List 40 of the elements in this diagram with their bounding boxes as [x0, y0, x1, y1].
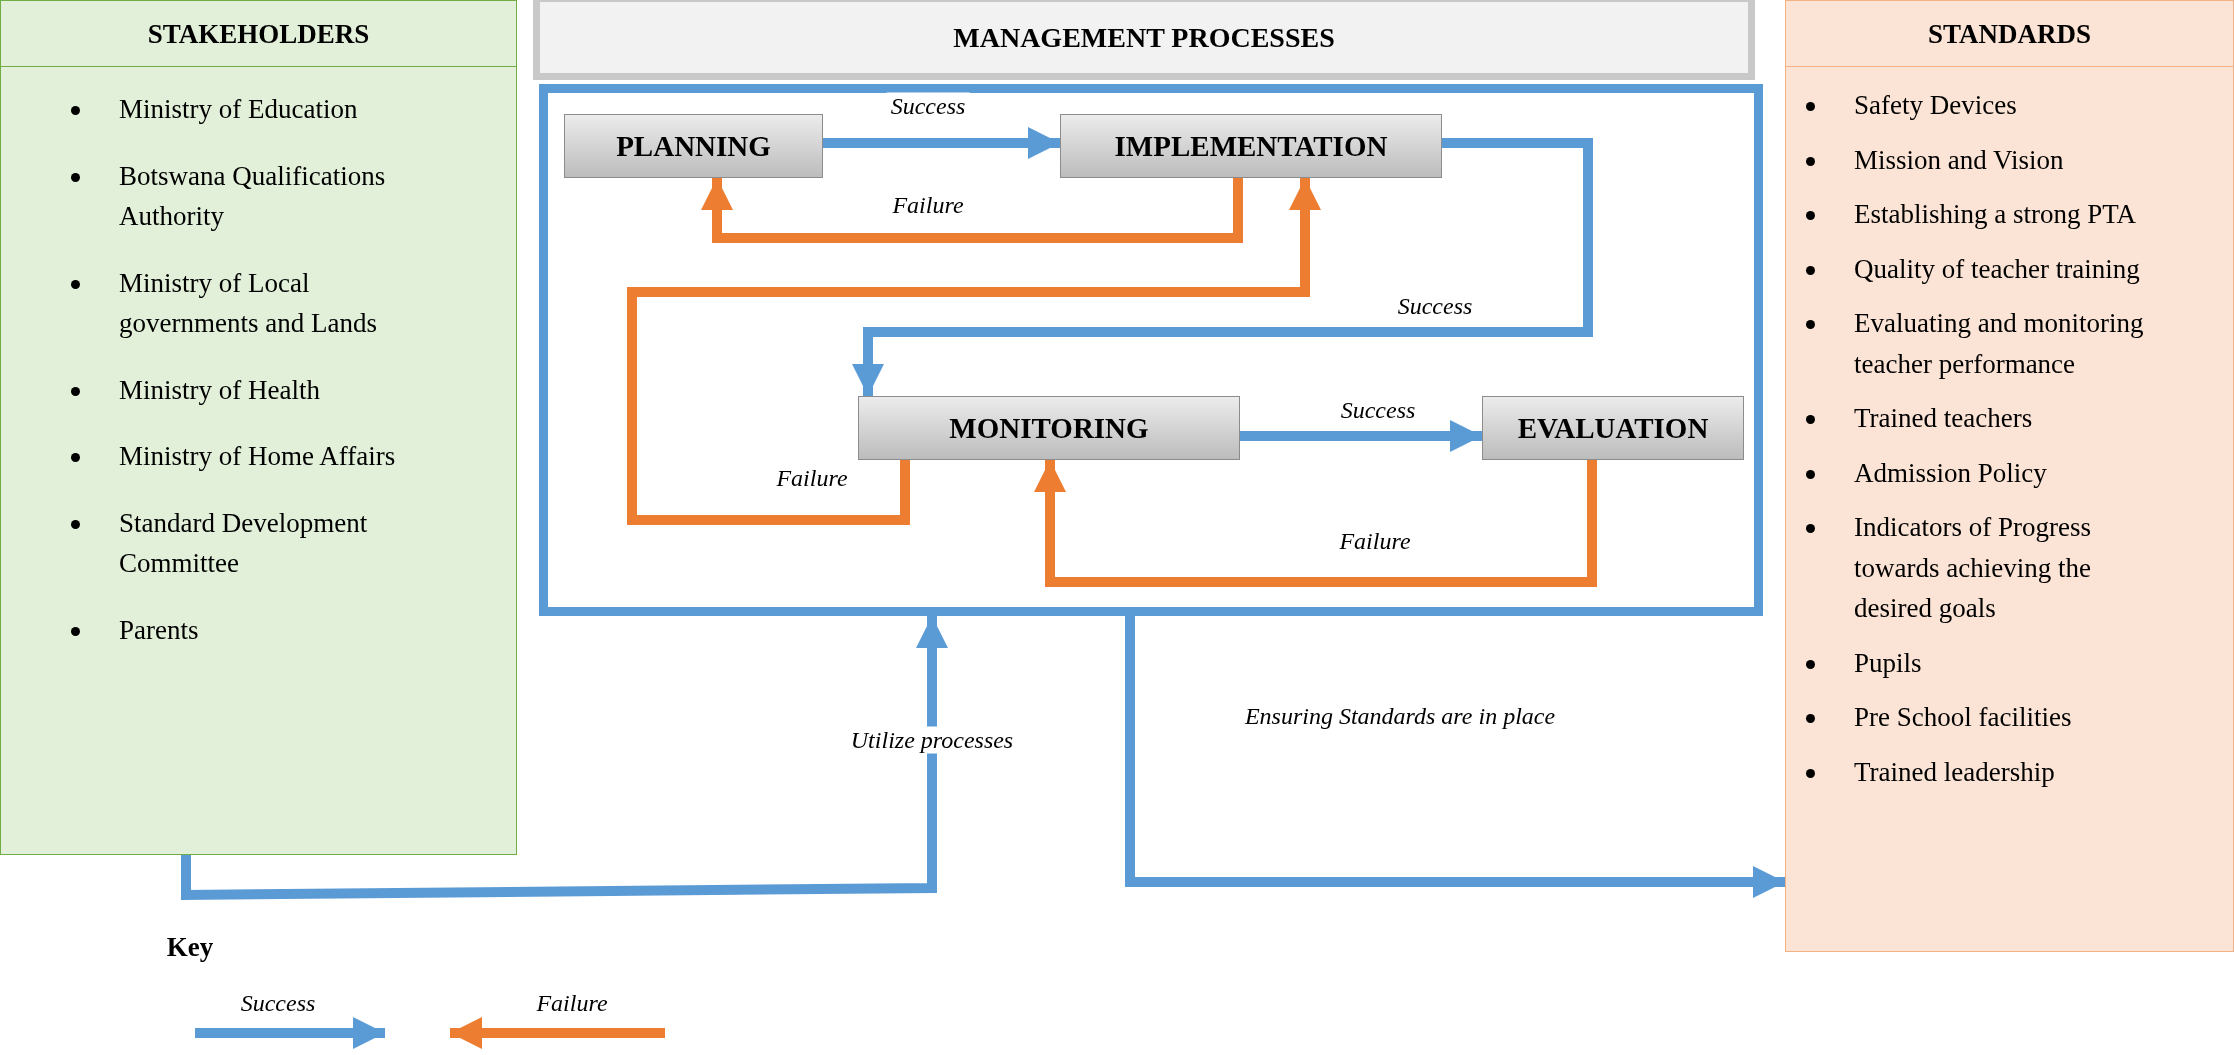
arrow: [1240, 420, 1482, 452]
arrow: [181, 616, 948, 901]
process-frame: [533, 0, 1763, 616]
process-label: PLANNING: [616, 129, 771, 163]
process-box: [858, 396, 1240, 460]
list-item: Ministry of Home Affairs: [119, 441, 396, 471]
list-item: Pre School facilities: [1854, 702, 2072, 732]
list-item: Establishing a strong PTA: [1854, 199, 2137, 229]
list-item: Parents: [119, 614, 199, 645]
process-label: IMPLEMENTATION: [1114, 129, 1388, 163]
list-item: Safety Devices: [1854, 90, 2017, 120]
process-box: [564, 114, 823, 178]
process-box: [1482, 396, 1744, 460]
arrow: [701, 178, 1243, 243]
arrow: [823, 127, 1060, 159]
process-box: [1060, 114, 1442, 178]
list-item: Standard Development Committee: [119, 507, 368, 578]
list-item: Mission and Vision: [1854, 144, 2064, 175]
list-panel: [0, 0, 517, 855]
list-item: Admission Policy: [1854, 457, 2047, 488]
list-panel: [1785, 0, 2234, 952]
panel-heading: STAKEHOLDERS: [146, 18, 371, 51]
list-item: Ministry of Education: [119, 94, 358, 124]
process-label: MONITORING: [949, 411, 1149, 445]
list-item: Trained leadership: [1854, 756, 2055, 787]
list-item: Ministry of Health: [119, 374, 320, 405]
process-label: EVALUATION: [1517, 411, 1709, 445]
list-item: Indicators of Progress towards achieving the desired goals: [1854, 512, 2091, 623]
section-heading: MANAGEMENT PROCESSES: [953, 21, 1335, 54]
list-item: Ministry of Local governments and Lands: [119, 267, 377, 338]
panel-heading: STANDARDS: [1927, 18, 2092, 51]
list-item: Evaluating and monitoring teacher performance: [1854, 308, 2144, 379]
arrow: [627, 178, 1321, 525]
list-item: Pupils: [1854, 647, 1922, 678]
arrow: [1034, 460, 1597, 587]
arrow: [852, 138, 1593, 396]
arrow: [1125, 616, 1785, 898]
list-item: Trained teachers: [1854, 403, 2033, 433]
list-item: Quality of teacher training: [1854, 253, 2140, 284]
list-item: Botswana Qualifications Authority: [119, 160, 386, 231]
